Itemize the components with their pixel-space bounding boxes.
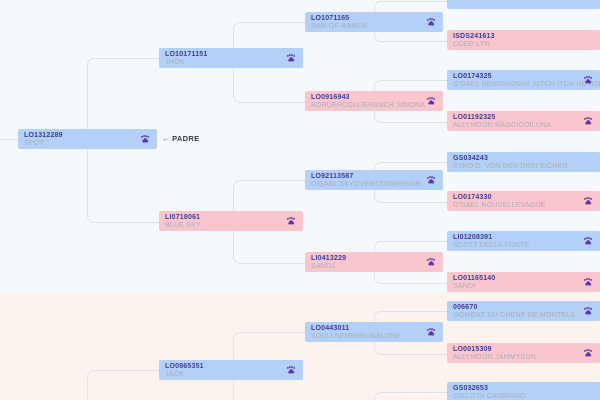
- node-id-text: LI0718061: [165, 214, 201, 221]
- node-name-text: BLUE SKY: [165, 222, 201, 229]
- node-name-text: CIELO DI CAMBIANO: [453, 393, 526, 400]
- node-name-text: SAM OF RANCH: [311, 23, 368, 30]
- node-id-text: LO0443011: [311, 325, 350, 332]
- paw-icon[interactable]: [583, 116, 593, 126]
- node-id-text: LO01192325: [453, 114, 496, 121]
- tree-connector: [374, 392, 452, 400]
- padre-annotation: ← PADRE: [162, 134, 200, 143]
- node-id-text: LI0413229: [311, 255, 347, 262]
- node-name-text: EYKO D. VON DEN DREI EICHEN: [453, 163, 568, 170]
- paw-icon[interactable]: [583, 75, 593, 85]
- node-name-text: COED LYN: [453, 41, 490, 48]
- paw-icon[interactable]: [426, 327, 436, 337]
- node-name-text: O'GAEL SKYOVERSTONHENGE: [311, 181, 421, 188]
- node-id-text: LO0015309: [453, 346, 492, 353]
- node-name-text: SCOTT DELLA FONTE: [453, 242, 530, 249]
- pedigree-node[interactable]: RAP: [447, 0, 600, 9]
- node-id-text: LO0174330: [453, 194, 492, 201]
- node-name-text: SANDJ: [311, 263, 335, 270]
- node-id-text: LO0916943: [311, 94, 350, 101]
- node-name-text: MOMENT DU CHENE DE MONTELS: [453, 312, 576, 319]
- node-name-text: O'GAEL NEWGHONNY INTCH ITCH HD B/B: [453, 81, 600, 88]
- node-name-text: BORDERCOLLIERANCH SIMONA: [311, 102, 426, 109]
- node-id-text: LO10171151: [165, 51, 208, 58]
- node-id-text: LO0174325: [453, 73, 492, 80]
- node-id-text: GS034243: [453, 155, 489, 162]
- paw-icon[interactable]: [426, 257, 436, 267]
- paw-icon[interactable]: [426, 17, 436, 27]
- paw-icon[interactable]: [583, 196, 593, 206]
- node-name-text: ALLYMOON RAGGIODILUNA: [453, 122, 552, 129]
- node-name-text: JACK: [165, 371, 184, 378]
- node-id-text: LO0865351: [165, 363, 204, 370]
- paw-icon[interactable]: [583, 348, 593, 358]
- node-name-text: ALLYMOON JAMMYSUN: [453, 354, 537, 361]
- node-name-text: O'GAEL NOUVELLEVAGUE: [453, 202, 546, 209]
- node-name-text: JHON: [165, 59, 185, 66]
- paw-icon[interactable]: [583, 277, 593, 287]
- node-id-text: LO92113587: [311, 173, 354, 180]
- paw-icon[interactable]: [426, 175, 436, 185]
- paw-icon[interactable]: [286, 365, 296, 375]
- node-id-text: GS032653: [453, 385, 489, 392]
- node-name-text: SPOT: [24, 140, 44, 147]
- node-name-text: YOULLNEVERRUNALONE: [311, 333, 401, 340]
- node-id-text: LO01165140: [453, 275, 496, 282]
- node-id-text: ISDS241613: [453, 33, 495, 40]
- node-id-text: 006670: [453, 304, 478, 311]
- node-name-text: SANDI: [453, 283, 476, 290]
- node-id-text: LI01208391: [453, 234, 493, 241]
- tree-connector: [0, 139, 18, 140]
- paw-icon[interactable]: [286, 216, 296, 226]
- node-id-text: LO1312289: [24, 132, 63, 139]
- paw-icon[interactable]: [286, 53, 296, 63]
- node-id-text: LO1071165: [311, 15, 350, 22]
- paw-icon[interactable]: [426, 96, 436, 106]
- paw-icon[interactable]: [583, 306, 593, 316]
- tree-connector: [87, 370, 164, 400]
- paw-icon[interactable]: [583, 236, 593, 246]
- paw-icon[interactable]: [140, 134, 150, 144]
